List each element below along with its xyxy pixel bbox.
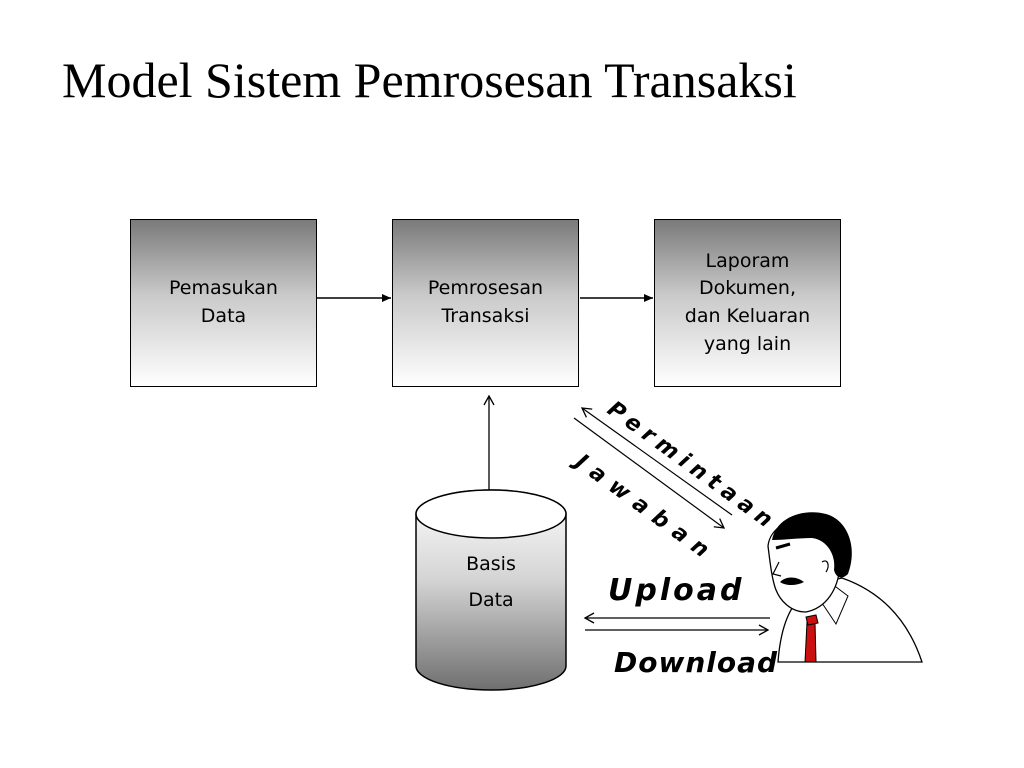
- data-input-box: Pemasukan Data: [130, 219, 317, 387]
- database-cylinder-icon: [415, 489, 567, 691]
- database-label: Basis Data: [416, 546, 566, 618]
- data-input-line: Pemasukan: [169, 277, 278, 300]
- transaction-processing-line: Transaksi: [441, 305, 530, 327]
- reports-output-line: dan Keluaran: [684, 305, 811, 327]
- download-label: Download: [614, 646, 778, 679]
- slide-title: Model Sistem Pemrosesan Transaksi: [62, 52, 797, 108]
- reports-output-label: Laporam Dokumen, dan Keluaran yang lain: [685, 248, 810, 358]
- request-arrow: [580, 407, 733, 516]
- request-label: Permintaan: [602, 397, 781, 537]
- transaction-processing-box: Pemrosesan Transaksi: [392, 219, 579, 387]
- reports-output-box: Laporam Dokumen, dan Keluaran yang lain: [654, 219, 841, 387]
- database-label-line: Basis: [466, 553, 516, 575]
- data-input-line: Data: [200, 305, 247, 327]
- upload-label: Upload: [608, 573, 744, 608]
- reports-output-line: yang lain: [703, 332, 792, 355]
- database-label-line: Data: [468, 589, 514, 612]
- response-arrow: [573, 417, 726, 529]
- reports-output-line: Dokumen,: [698, 277, 796, 300]
- user-clipart-icon: [767, 512, 923, 663]
- data-input-label: Pemasukan Data: [169, 275, 278, 330]
- transaction-processing-label: Pemrosesan Transaksi: [428, 275, 543, 330]
- transaction-processing-line: Pemrosesan: [427, 277, 544, 300]
- reports-output-line: Laporam: [705, 249, 790, 272]
